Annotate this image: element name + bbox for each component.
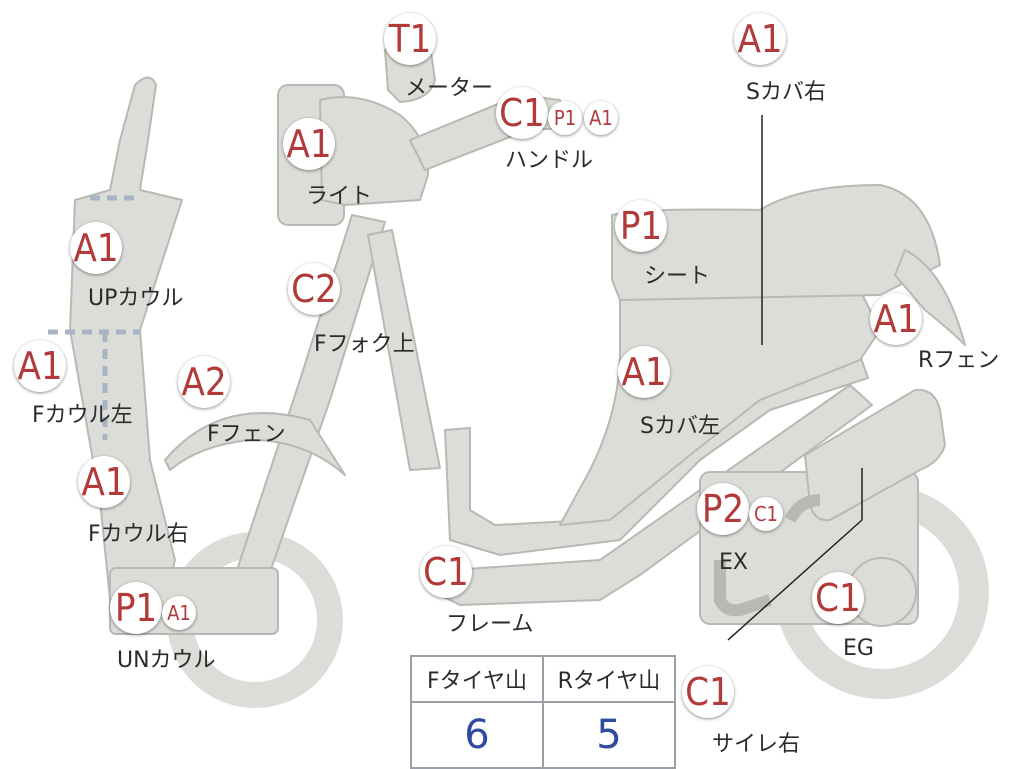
eg-badge: C1 <box>812 572 864 624</box>
seat-shape <box>611 184 941 301</box>
headstock-cover <box>319 96 430 206</box>
ex-badge: P2 <box>697 483 749 535</box>
muffler-right-badge: C1 <box>682 666 734 718</box>
f-cowl-right-badge: A1 <box>78 456 130 508</box>
r-fender-label: Rフェン <box>918 348 1000 373</box>
handle-label: ハンドル <box>505 148 594 173</box>
exhaust-pipe <box>714 560 772 617</box>
tire-tread-value-row: 6 5 <box>410 701 676 769</box>
rear-tire-tread-value: 5 <box>542 701 676 769</box>
ex-badge-extra-1: C1 <box>749 497 783 531</box>
up-cowl-badge: A1 <box>70 222 122 274</box>
s-cover-left-label: Sカバ左 <box>640 414 720 439</box>
frame-badge: C1 <box>420 546 472 598</box>
f-cowl-left-label: Fカウル左 <box>32 403 133 428</box>
fork-stay <box>367 229 441 471</box>
r-fender-badge: A1 <box>870 293 922 345</box>
meter-label: メーター <box>405 76 494 101</box>
rear-fender-shape <box>894 249 966 346</box>
rear-tire-tread-header: Rタイヤ山 <box>542 655 676 703</box>
frame-label: フレーム <box>446 612 534 637</box>
tire-tread-header-row: Fタイヤ山 Rタイヤ山 <box>410 655 676 703</box>
meter-badge: T1 <box>384 13 436 65</box>
un-cowl-badge: P1 <box>110 582 162 634</box>
muffler-right-label: サイレ右 <box>712 732 801 757</box>
eg-label: EG <box>843 636 874 661</box>
handle-badge-extra-1: P1 <box>548 101 582 135</box>
ex-label: EX <box>719 550 748 575</box>
seat-badge: P1 <box>615 200 667 252</box>
f-fender-label: Fフェン <box>207 422 286 447</box>
f-fork-upper-badge: C2 <box>288 263 340 315</box>
front-tire-tread-value: 6 <box>410 701 544 769</box>
f-cowl-left-badge: A1 <box>14 340 66 392</box>
handle-badge: C1 <box>496 87 548 139</box>
handle-badge-extra-2: A1 <box>584 101 618 135</box>
s-cover-left-badge: A1 <box>618 346 670 398</box>
f-fork-upper-label: Fフォク上 <box>314 332 415 357</box>
front-fender-shape <box>164 412 346 476</box>
s-cover-right-badge: A1 <box>734 13 786 65</box>
s-cover-right-label: Sカバ右 <box>746 80 826 105</box>
front-tire-tread-header: Fタイヤ山 <box>410 655 544 703</box>
up-cowl-label: UPカウル <box>88 286 184 311</box>
seat-label: シート <box>644 264 711 289</box>
f-cowl-right-label: Fカウル右 <box>88 522 189 547</box>
f-fender-badge: A2 <box>178 356 230 408</box>
light-label: ライト <box>306 184 373 209</box>
muffler-shape <box>804 388 946 522</box>
tire-tread-table: Fタイヤ山 Rタイヤ山 6 5 <box>410 655 676 769</box>
light-badge: A1 <box>283 118 335 170</box>
un-cowl-label: UNカウル <box>117 648 216 673</box>
un-cowl-badge-extra-1: A1 <box>162 596 196 630</box>
